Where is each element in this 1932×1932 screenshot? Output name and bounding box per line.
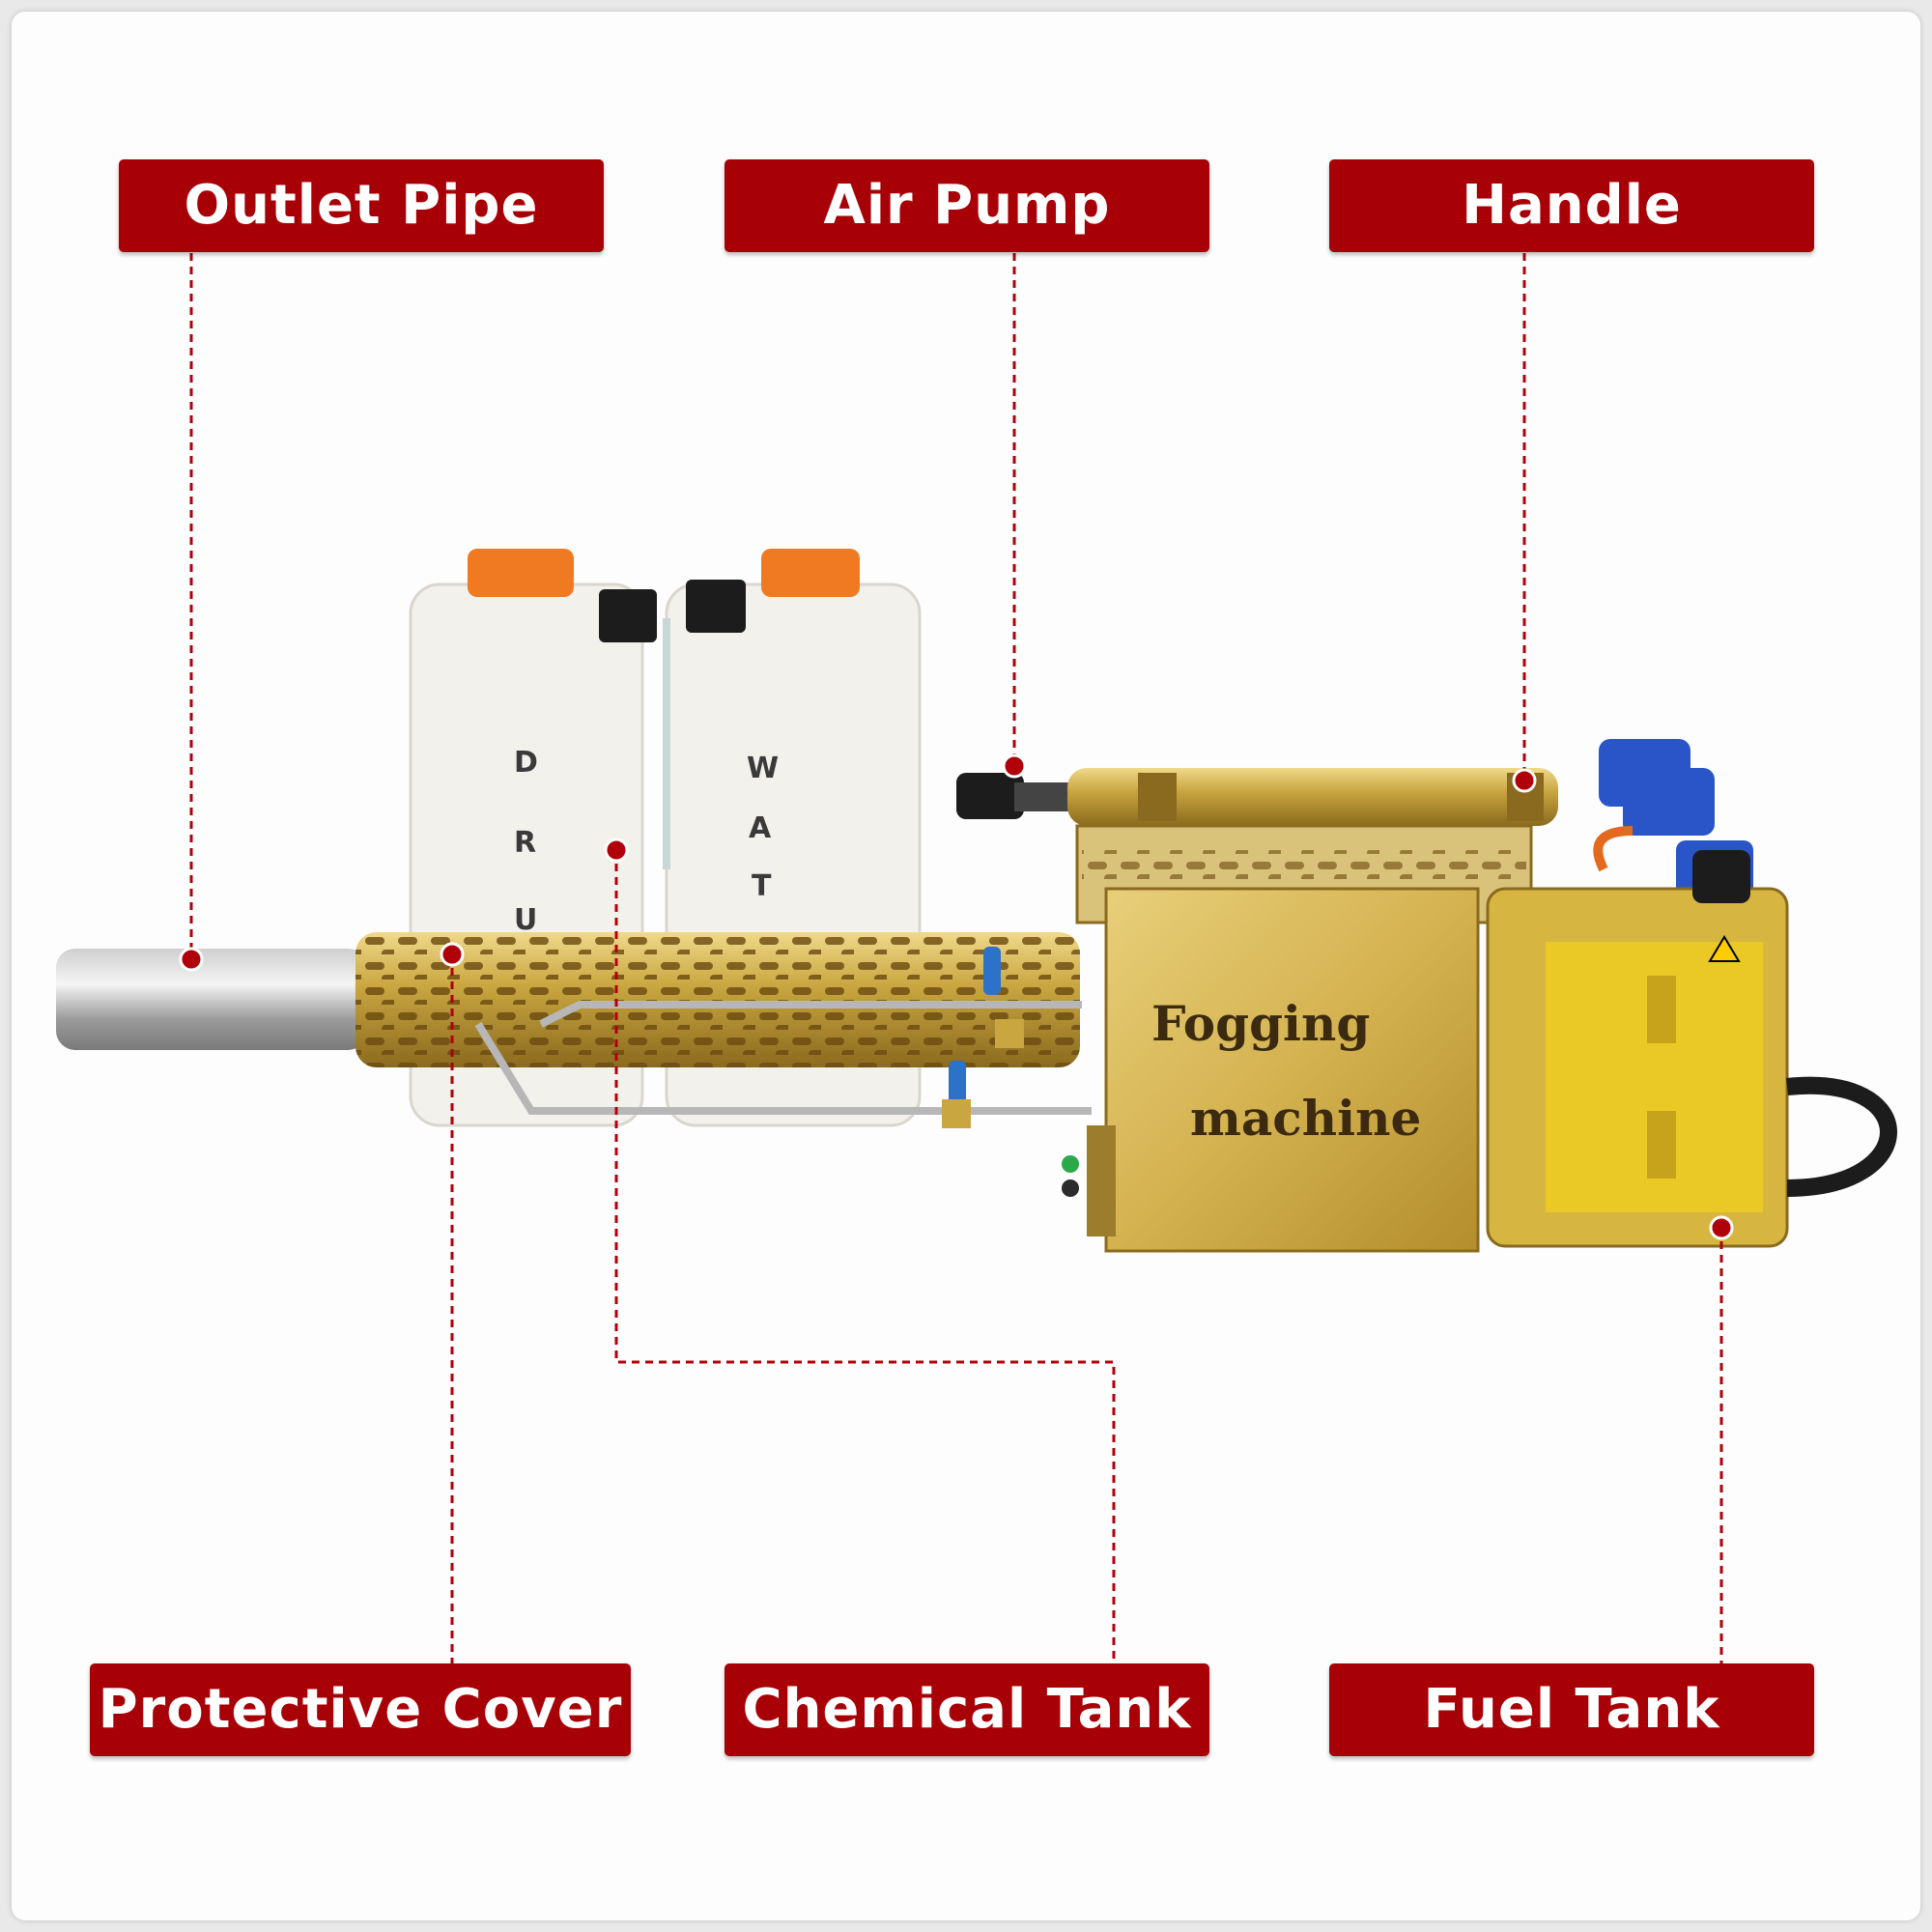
handle-bar [1067,768,1558,826]
bottle-right-letter-3: T [752,869,772,903]
label-chemical-tank: Chemical Tank [724,1663,1209,1756]
label-handle: Handle [1329,159,1814,252]
bottle-left-letter-1: D [514,746,538,780]
bottle-left-letter-3: U [514,903,538,937]
chemical-tank-leader [614,850,1116,1663]
machine-text-line1: Fogging [1151,995,1371,1052]
valves [474,947,1092,1128]
outlet-pipe-dot [179,947,204,972]
fuel-tank [1486,850,1897,1248]
fuel-tank-dot [1709,1215,1734,1240]
machine-text-line2: machine [1190,1090,1422,1147]
outlet-pipe [56,949,367,1050]
leader-lines [189,253,1723,1663]
bottle-right-letter-2: A [749,811,772,845]
label-outlet-pipe: Outlet Pipe [119,159,604,252]
air-pump-dot [1002,753,1027,779]
air-pump [956,773,1072,819]
bottle-left-letter-2: R [514,826,537,860]
label-fuel-tank: Fuel Tank [1329,1663,1814,1756]
bottle-right-letter-1: W [747,752,780,785]
protective-cover [355,932,1080,1067]
chemical-tank-dot [604,838,629,863]
protective-cover-dot [440,942,465,967]
engine-panel [1104,887,1480,1253]
label-protective-cover: Protective Cover [90,1663,631,1756]
handle-dot [1512,768,1537,793]
label-air-pump: Air Pump [724,159,1209,252]
anchor-dots [179,753,1734,1240]
